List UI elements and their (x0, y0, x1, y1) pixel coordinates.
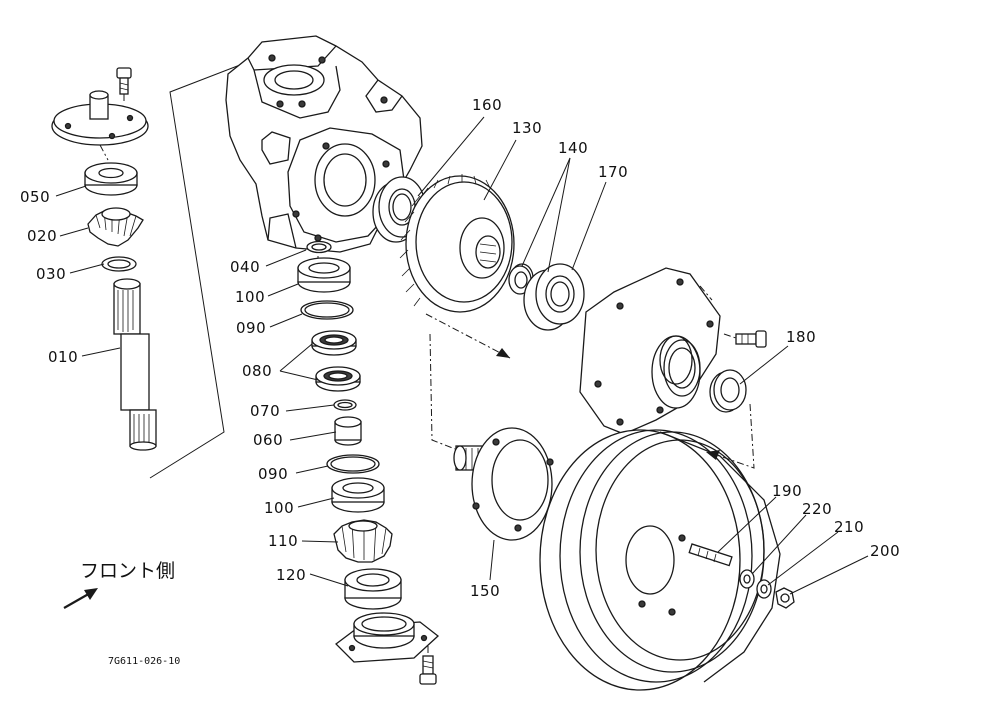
part-100-bearing-upper (297, 257, 351, 293)
part-080-seal-lower (315, 366, 361, 392)
leader-lines (55, 116, 869, 595)
label-160: 160 (472, 96, 502, 114)
label-070: 070 (250, 402, 280, 420)
part-010-shaft (113, 278, 157, 451)
top-bolt (116, 67, 132, 95)
part-130-bevel-gear (399, 174, 515, 313)
label-210: 210 (834, 518, 864, 536)
label-220: 220 (802, 500, 832, 518)
label-170: 170 (598, 163, 628, 181)
label-090-lower: 090 (258, 465, 288, 483)
label-040: 040 (230, 258, 260, 276)
drawing-code: 7G611-026-10 (108, 656, 180, 667)
label-030: 030 (36, 265, 66, 283)
part-090-shim-lower (326, 454, 380, 474)
label-110: 110 (268, 532, 298, 550)
label-130: 130 (512, 119, 542, 137)
part-200-nut (775, 587, 795, 609)
bottom-bolt (419, 655, 437, 685)
label-080: 080 (242, 362, 272, 380)
part-170-bearing (523, 263, 585, 331)
front-side-label: フロント側 (80, 560, 175, 582)
part-050-bearing (84, 162, 138, 196)
label-200: 200 (870, 542, 900, 560)
gear-housing (225, 35, 423, 253)
shaft-cover-plate (51, 90, 149, 146)
part-080-seal-upper (311, 330, 357, 356)
label-090-upper: 090 (236, 319, 266, 337)
part-100-bearing-lower (331, 477, 385, 513)
wheel-rim (539, 429, 781, 691)
label-010: 010 (48, 348, 78, 366)
front-direction-arrow (63, 588, 98, 609)
part-120-bearing (344, 568, 402, 610)
label-060: 060 (253, 431, 283, 449)
label-140: 140 (558, 139, 588, 157)
part-020-gear (87, 207, 144, 247)
part-040-ring (306, 240, 332, 254)
label-100-lower: 100 (264, 499, 294, 517)
label-100-upper: 100 (235, 288, 265, 306)
label-180: 180 (786, 328, 816, 346)
part-070-snap-ring (333, 399, 357, 411)
part-060-collar (334, 416, 362, 446)
part-150-hub (453, 427, 554, 541)
part-030-washer (101, 256, 137, 272)
label-120: 120 (276, 566, 306, 584)
label-150: 150 (470, 582, 500, 600)
part-220-washer (739, 569, 755, 589)
part-110-bevel-pinion (333, 519, 393, 563)
part-210-washer (756, 579, 772, 599)
side-cover-plate (579, 267, 721, 435)
part-180-seal (709, 369, 747, 413)
part-190-stud-bolt (688, 543, 733, 567)
label-190: 190 (772, 482, 802, 500)
part-090-shim-upper (300, 300, 354, 320)
bottom-bearing-cover (335, 612, 440, 663)
label-050: 050 (20, 188, 50, 206)
label-020: 020 (27, 227, 57, 245)
side-cover-bolt (723, 330, 767, 348)
